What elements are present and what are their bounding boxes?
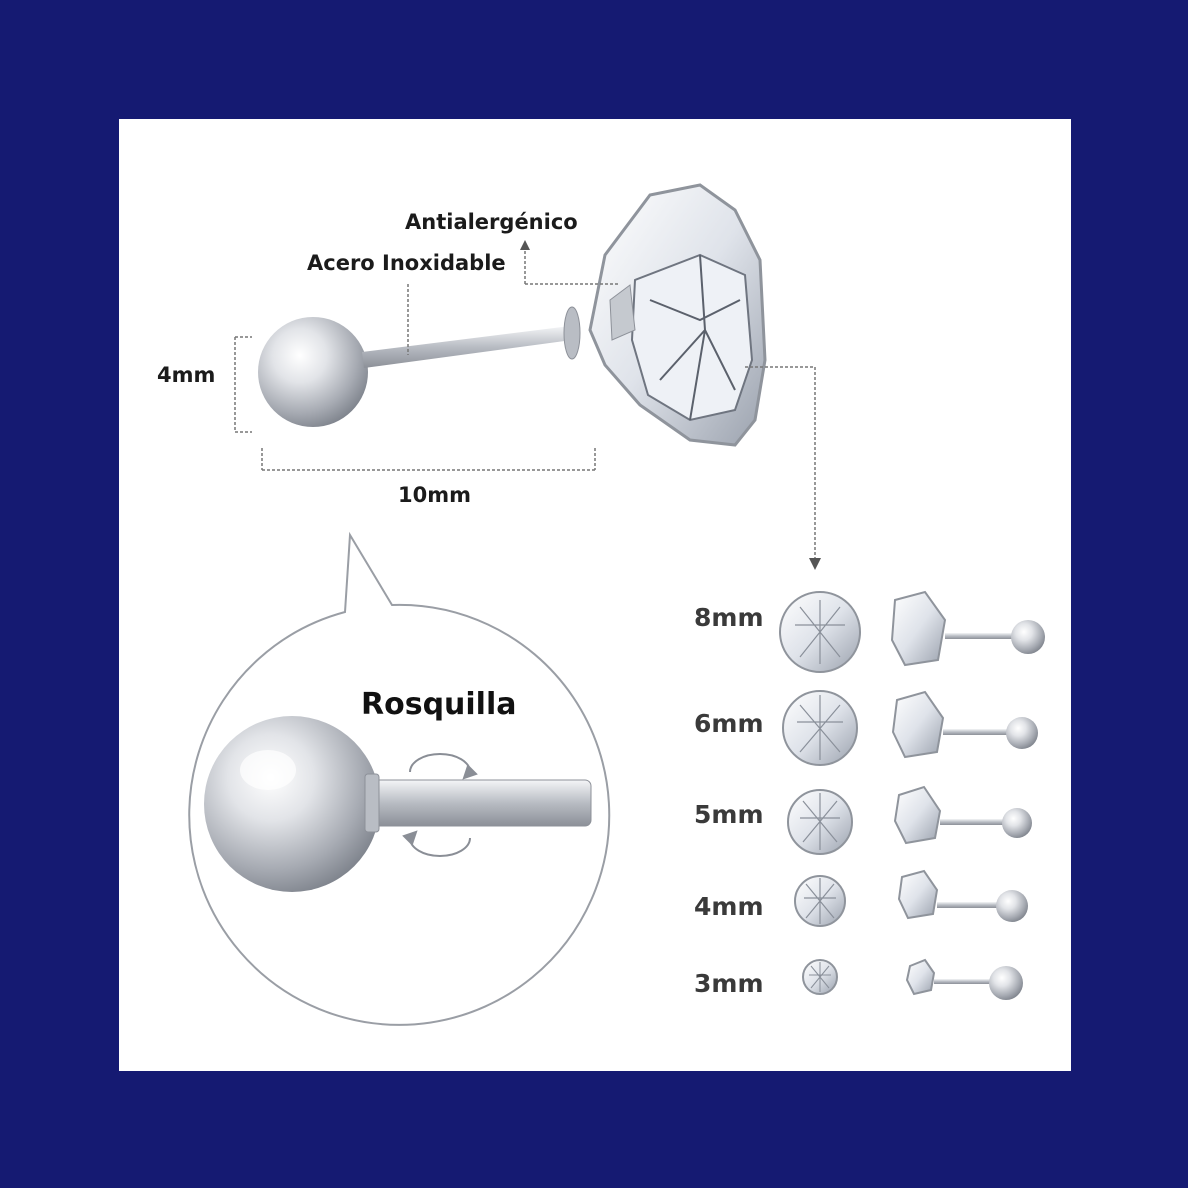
arrow-up-icon <box>520 240 530 250</box>
size-label-3mm: 3mm <box>694 969 764 998</box>
thread-label: Rosquilla <box>361 687 517 722</box>
main-post <box>362 306 581 368</box>
size-label-4mm: 4mm <box>694 892 764 921</box>
size-label-8mm: 8mm <box>694 603 764 632</box>
size-gem-4mm <box>794 875 846 927</box>
size-earring-6mm <box>891 690 1038 759</box>
ball-size-label: 4mm <box>157 363 216 387</box>
size-earring-8mm <box>890 590 1045 667</box>
main-ball <box>258 317 368 427</box>
annotation-lines <box>234 248 816 560</box>
thread-rotation-icon <box>402 753 478 857</box>
size-earring-5mm <box>893 785 1032 845</box>
main-gem-setting <box>588 183 767 447</box>
size-gem-8mm <box>779 591 861 673</box>
size-label-5mm: 5mm <box>694 800 764 829</box>
zoom-ball <box>204 716 380 892</box>
post-length-label: 10mm <box>398 483 471 507</box>
hypoallergenic-label: Antialergénico <box>405 210 578 234</box>
zoom-post <box>364 773 592 833</box>
material-label: Acero Inoxidable <box>307 251 506 275</box>
size-label-6mm: 6mm <box>694 709 764 738</box>
size-gem-5mm <box>787 789 853 855</box>
size-earring-3mm <box>905 958 1023 1000</box>
size-gem-3mm <box>802 959 838 995</box>
arrow-down-icon <box>809 558 821 570</box>
size-earring-4mm <box>897 869 1028 922</box>
size-gem-6mm <box>782 690 858 766</box>
